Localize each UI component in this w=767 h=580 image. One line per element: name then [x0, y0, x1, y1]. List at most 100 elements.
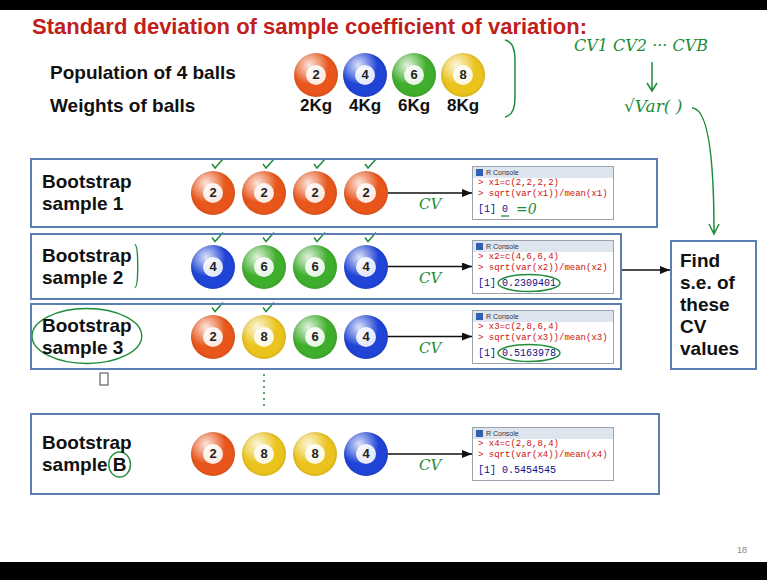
ball-number: 2 [356, 183, 376, 203]
console-command: > sqrt(var(x3))/mean(x3) [473, 333, 613, 344]
row-label: Population of 4 balls [50, 62, 236, 84]
note-text: Find s.e. of these CV values [680, 250, 750, 360]
console-output: [1] 0.5454545 [473, 465, 613, 477]
small-mark [100, 373, 108, 385]
green-bracket [505, 40, 515, 117]
note-box: Find s.e. of these CV values [670, 240, 757, 370]
sample-label: Bootstrap sample 3 [42, 315, 154, 359]
weight-ball: 4 [344, 432, 388, 476]
ball-number: 4 [203, 257, 223, 277]
weight-label: 4Kg [335, 96, 395, 116]
r-console: R Console> x3=c(2,8,6,4)> sqrt(var(x3))/… [472, 310, 614, 364]
handwritten-note: CV1 CV2 ··· CVB [574, 36, 708, 55]
weight-ball: 6 [293, 315, 337, 359]
weight-ball: 4 [191, 245, 235, 289]
ball-number: 4 [356, 257, 376, 277]
sample-box: Bootstrap sample 12222R Console> x1=c(2,… [30, 158, 658, 228]
ball-number: 2 [203, 183, 223, 203]
page-number: 18 [737, 545, 747, 555]
weight-ball: 4 [343, 53, 387, 97]
weight-ball: 8 [293, 432, 337, 476]
ball-number: 6 [305, 257, 325, 277]
connector-arrow [622, 269, 670, 271]
weight-ball: 4 [344, 315, 388, 359]
ball-number: 2 [306, 65, 326, 85]
ball-number: 8 [453, 65, 473, 85]
ball-number: 4 [356, 444, 376, 464]
console-output: [1] 0.2309401 [473, 278, 613, 290]
sample-label: Bootstrap sample 2 [42, 245, 154, 289]
ball-number: 4 [356, 327, 376, 347]
edge-label: CV [419, 270, 441, 287]
console-command: > x1=c(2,2,2,2) [473, 178, 613, 189]
edge-label: CV [419, 340, 441, 357]
ball-number: 6 [404, 65, 424, 85]
sample-label: Bootstrap sample B [42, 432, 154, 476]
console-output: [1] 0 [473, 204, 613, 216]
hand-arrow [647, 62, 657, 91]
console-title: R Console [473, 428, 613, 439]
hand-arrow [692, 108, 719, 234]
weight-ball: 2 [344, 171, 388, 215]
weight-ball: 8 [441, 53, 485, 97]
hand-underline [501, 215, 509, 216]
ball-number: 2 [203, 444, 223, 464]
weight-ball: 6 [242, 245, 286, 289]
ball-number: 8 [305, 444, 325, 464]
weight-ball: 2 [191, 315, 235, 359]
console-output: [1] 0.5163978 [473, 348, 613, 360]
ball-number: 6 [305, 327, 325, 347]
handwritten-note: √Var( ) [624, 96, 682, 116]
ball-number: 2 [203, 327, 223, 347]
weight-ball: 2 [294, 53, 338, 97]
weight-label: 8Kg [433, 96, 493, 116]
console-command: > sqrt(var(x1))/mean(x1) [473, 189, 613, 200]
check-mark [365, 159, 376, 168]
weight-ball: 6 [392, 53, 436, 97]
sample-box: Bootstrap sample 3 2 8 6 4 R Console> x3=c(2,… [30, 303, 622, 370]
weight-label: 6Kg [384, 96, 444, 116]
check-mark [314, 159, 325, 168]
ball-number: 2 [254, 183, 274, 203]
weight-ball: 8 [242, 432, 286, 476]
r-console: R Console> x2=c(4,6,6,4)> sqrt(var(x2))/… [472, 240, 614, 294]
weight-label: 2Kg [286, 96, 346, 116]
console-command: > x4=c(2,8,8,4) [473, 439, 613, 450]
ball-number: 6 [254, 257, 274, 277]
check-mark [212, 159, 223, 168]
connector-arrow [388, 453, 472, 455]
weight-ball: 2 [293, 171, 337, 215]
top-band [0, 0, 767, 10]
ball-number: 8 [254, 327, 274, 347]
weight-ball: 2 [191, 171, 235, 215]
weight-ball: 6 [293, 245, 337, 289]
console-title: R Console [473, 311, 613, 322]
edge-label: CV [419, 457, 441, 474]
sample-box: Bootstrap sample 2 4 6 6 4 R Console> x2=c(4,… [30, 233, 622, 300]
sample-box: Bootstrap sample B 2 8 8 4 R Console> x4=c(2,… [30, 413, 660, 495]
r-console: R Console> x4=c(2,8,8,4)> sqrt(var(x4))/… [472, 427, 614, 481]
weight-ball: 2 [242, 171, 286, 215]
dotted-line [263, 374, 265, 410]
slide-title: Standard deviation of sample coefficient… [32, 14, 587, 40]
console-title: R Console [473, 167, 613, 178]
edge-label: CV [419, 196, 441, 213]
sample-label: Bootstrap sample 1 [42, 171, 154, 215]
console-command: > x2=c(4,6,6,4) [473, 252, 613, 263]
handwritten-note: =0 [516, 201, 537, 218]
ball-number: 4 [355, 65, 375, 85]
weight-ball: 2 [191, 432, 235, 476]
weight-ball: 4 [344, 245, 388, 289]
console-command: > x3=c(2,8,6,4) [473, 322, 613, 333]
connector-arrow [388, 266, 472, 268]
console-command: > sqrt(var(x4))/mean(x4) [473, 450, 613, 461]
r-console: R Console> x1=c(2,2,2,2)> sqrt(var(x1))/… [472, 166, 614, 220]
console-command: > sqrt(var(x2))/mean(x2) [473, 263, 613, 274]
weight-ball: 8 [242, 315, 286, 359]
row-label: Weights of balls [50, 95, 195, 117]
connector-arrow [388, 192, 472, 194]
check-mark [263, 159, 274, 168]
ball-number: 8 [254, 444, 274, 464]
